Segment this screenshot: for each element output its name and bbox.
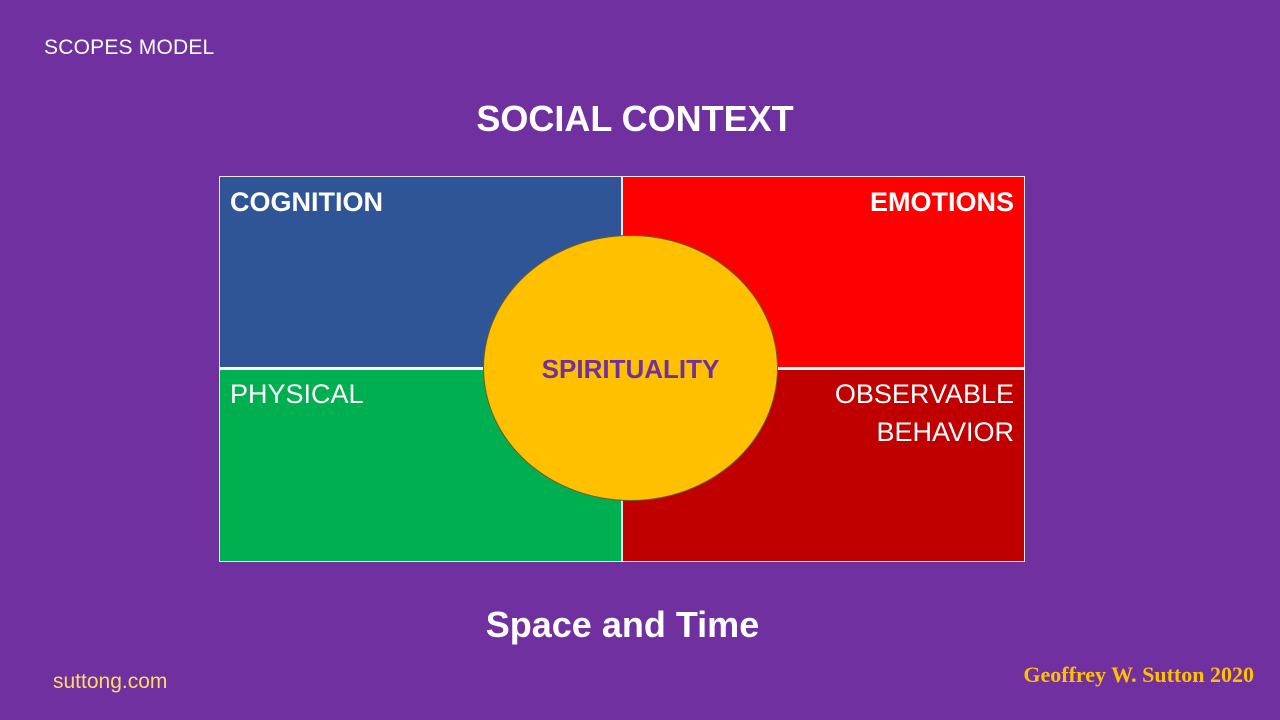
label-physical: PHYSICAL xyxy=(230,379,364,409)
label-cognition: COGNITION xyxy=(230,187,383,217)
spirituality-circle: SPIRITUALITY xyxy=(483,235,778,501)
label-behavior: BEHAVIOR xyxy=(876,417,1014,447)
corner-title: SCOPES MODEL xyxy=(44,36,215,59)
label-observable-behavior: OBSERVABLE BEHAVIOR xyxy=(835,375,1014,451)
label-emotions: EMOTIONS xyxy=(869,187,1014,217)
website-link: suttong.com xyxy=(53,670,168,693)
main-title: SOCIAL CONTEXT xyxy=(476,98,794,139)
label-spirituality: SPIRITUALITY xyxy=(541,353,720,384)
label-observable: OBSERVABLE xyxy=(834,379,1014,409)
bottom-title: Space and Time xyxy=(485,604,760,645)
author-credit: Geoffrey W. Sutton 2020 xyxy=(1023,662,1254,687)
